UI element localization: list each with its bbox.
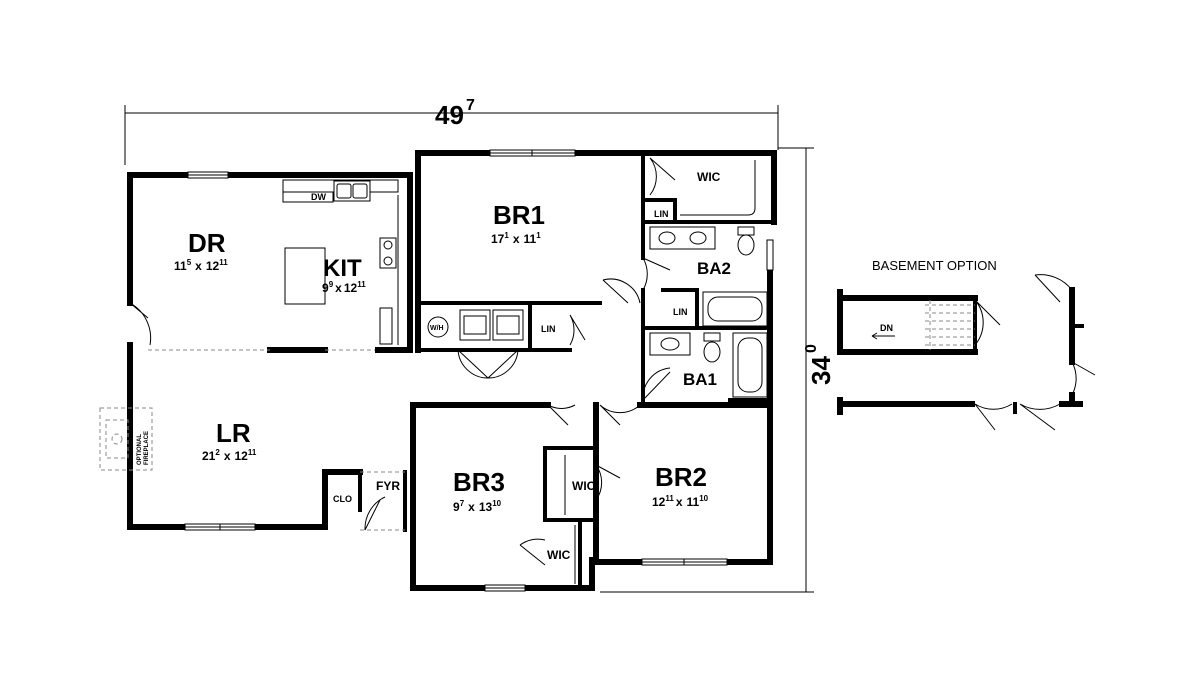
wic-br3-a-label: WIC xyxy=(572,479,596,493)
dishwasher-label: DW xyxy=(311,192,326,202)
room-br2-label: BR2 xyxy=(655,462,707,492)
basement-dn-label: DN xyxy=(880,323,893,333)
room-br1-label: BR1 xyxy=(493,200,545,230)
range xyxy=(379,237,397,269)
clo-label: CLO xyxy=(333,494,352,504)
bath-fixtures xyxy=(564,160,768,584)
overall-depth-sup: 0 xyxy=(803,344,820,353)
lin-ba2-label: LIN xyxy=(673,307,688,317)
kitchen-fixtures: DW xyxy=(282,179,399,345)
dishwasher xyxy=(282,191,334,203)
fyr-label: FYR xyxy=(376,479,400,493)
basement-option: BASEMENT OPTION DN xyxy=(837,258,1096,431)
fireplace-label-1: OPTIONAL xyxy=(137,434,143,465)
overall-width-sup: 7 xyxy=(466,97,475,114)
overall-width-text: 49 xyxy=(435,100,464,130)
interior-walls xyxy=(148,151,776,590)
room-kit-label: KIT xyxy=(323,255,362,282)
lin-br1-label: LIN xyxy=(654,209,669,219)
room-dr-label: DR xyxy=(188,228,226,258)
basement-option-title: BASEMENT OPTION xyxy=(872,258,997,273)
water-heater xyxy=(427,316,449,338)
overall-depth-dimension: 34 0 xyxy=(600,147,836,593)
windows xyxy=(184,149,774,592)
overall-width-dimension: 49 7 xyxy=(124,97,779,165)
wic-br3-b-label: WIC xyxy=(547,548,571,562)
kitchen-island xyxy=(284,247,326,305)
doors xyxy=(129,157,676,566)
wic-br1-label: WIC xyxy=(697,170,721,184)
fireplace-label-2: FIREPLACE xyxy=(144,431,150,465)
water-heater-label: W/H xyxy=(430,325,444,332)
room-ba2-label: BA2 xyxy=(697,259,731,278)
overall-depth-text: 34 xyxy=(806,356,836,385)
optional-fireplace: OPTIONAL FIREPLACE xyxy=(99,407,153,471)
basement-stairs: DN xyxy=(871,300,975,350)
fridge xyxy=(379,307,393,345)
room-ba1-label: BA1 xyxy=(683,370,717,389)
lin-hall-label: LIN xyxy=(541,324,556,334)
room-lr-label: LR xyxy=(216,418,251,448)
room-br3-label: BR3 xyxy=(453,467,505,497)
exterior-walls xyxy=(127,150,777,591)
laundry-fixtures: W/H xyxy=(427,309,524,341)
